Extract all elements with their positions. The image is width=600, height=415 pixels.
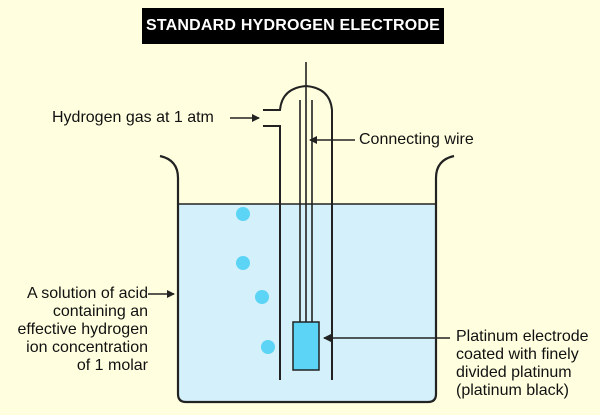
- acid-solution-label-line: effective hydrogen: [18, 321, 148, 339]
- acid-solution-label-line: ion concentration: [18, 339, 148, 357]
- acid-solution-label-line: A solution of acid: [18, 285, 148, 303]
- acid-solution: [178, 204, 436, 402]
- platinum-electrode-label: Platinum electrode coated with finely di…: [456, 328, 589, 400]
- hydrogen-bubble: [236, 207, 250, 221]
- platinum-electrode-label-line: Platinum electrode: [456, 328, 589, 346]
- hydrogen-bubble: [261, 340, 275, 354]
- hydrogen-gas-label: Hydrogen gas at 1 atm: [52, 109, 214, 127]
- acid-solution-label-line: of 1 molar: [18, 357, 148, 375]
- acid-solution-label: A solution of acid containing an effecti…: [18, 285, 148, 375]
- platinum-electrode-label-line: coated with finely: [456, 346, 589, 364]
- hydrogen-bubble: [236, 256, 250, 270]
- platinum-electrode-label-line: divided platinum: [456, 364, 589, 382]
- hydrogen-bubble: [255, 290, 269, 304]
- acid-solution-label-line: containing an: [18, 303, 148, 321]
- connecting-wire-label: Connecting wire: [359, 131, 474, 149]
- platinum-electrode-label-line: (platinum black): [456, 382, 589, 400]
- platinum-electrode: [293, 322, 319, 370]
